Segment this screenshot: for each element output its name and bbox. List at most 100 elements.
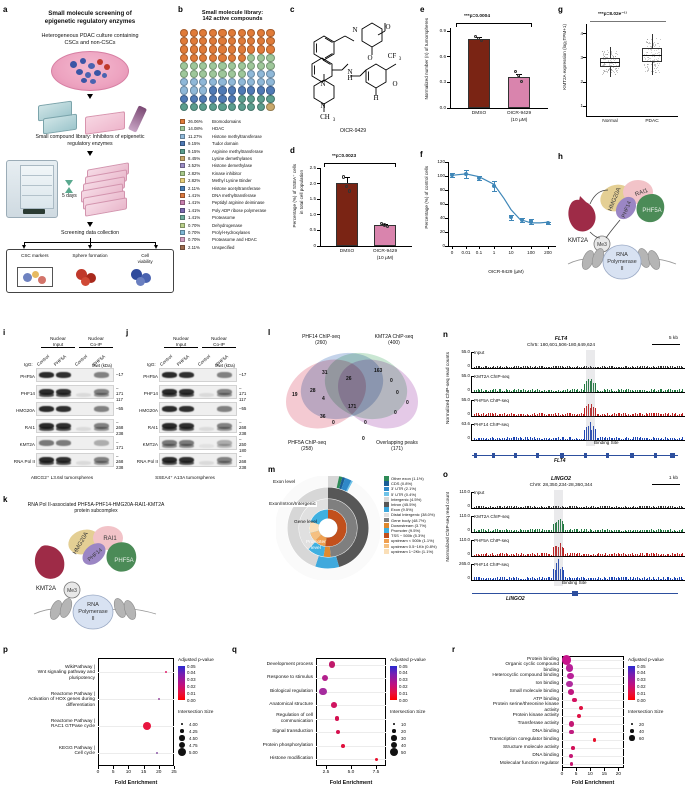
x-tick — [452, 246, 453, 249]
term-label-11: Structure molecule activity — [454, 745, 559, 751]
panel-r-colorbar — [628, 666, 635, 700]
compound-dot — [238, 95, 246, 103]
errorcap-top — [492, 181, 497, 182]
panel-q-legend-size-title: Intersection Size — [390, 710, 425, 715]
size-key-dot-0 — [393, 723, 395, 725]
compound-dot — [190, 70, 198, 78]
tip-box-illustration — [38, 103, 77, 132]
venn-count-14: 0 — [362, 436, 365, 442]
blot-band — [162, 406, 177, 412]
compound-dot — [209, 37, 217, 45]
term-label-5: Signal transduction — [234, 729, 313, 735]
panel-letter-i: i — [3, 328, 5, 337]
y-tick-label: 100 — [428, 173, 445, 178]
size-key-dot-2 — [629, 735, 634, 740]
track-max-1: 55.0 — [448, 373, 470, 378]
x-tick — [98, 766, 99, 769]
legend-row: 3.52%Histone demethylase — [180, 162, 285, 169]
size-key-label-0: 10 — [401, 722, 406, 727]
microplate-illustration — [85, 112, 125, 136]
incubation-time-label: 5 days — [62, 193, 77, 199]
track-bar — [682, 507, 683, 508]
y-tick — [583, 82, 586, 83]
x-tick — [128, 766, 129, 769]
legend-label-13: Proteasome — [212, 215, 235, 220]
term-label-9: DNA binding — [454, 729, 559, 735]
compound-dot — [257, 45, 265, 53]
term-label-line1: Ion binding — [454, 681, 559, 687]
x-axis — [448, 246, 556, 247]
y-tick — [447, 108, 450, 109]
colorbar-label-4: 0.01 — [637, 691, 646, 696]
track-name-PHF5A ChIP-seq: PHF5A ChIP-seq — [474, 538, 509, 543]
panel-r-dotplot: Protein bindingOrganic cyclic compoundbi… — [454, 652, 684, 788]
jitter-point — [645, 71, 646, 72]
x-tick — [618, 768, 619, 771]
compound-dot — [238, 86, 246, 94]
legend-label-14: Dehydrogenase — [212, 223, 242, 228]
compound-dot — [257, 62, 265, 70]
term-label-line1: Molecular function regulator — [454, 761, 559, 767]
lane-label-1: PHF5A — [53, 354, 67, 367]
mw-label: –171 — [116, 440, 124, 450]
track-min-0: 0 — [456, 503, 470, 508]
colorbar-label-5: 0.00 — [399, 698, 408, 703]
panel-a-collection-label: Screening data collection — [6, 230, 174, 236]
pipette-illustration — [128, 106, 147, 133]
legend-swatch-16 — [180, 237, 185, 242]
compound-dot — [218, 54, 226, 62]
term-label-13: Molecular function regulator — [454, 761, 559, 767]
venn-count-4: 19 — [292, 392, 298, 398]
compound-dot — [199, 62, 207, 70]
y-tick — [317, 168, 320, 169]
term-label-2: Reactome Pathway |RAC1 GTPase cycle — [6, 719, 95, 731]
jitter-point — [647, 71, 648, 72]
compound-dot — [228, 86, 236, 94]
jitter-point — [611, 72, 612, 73]
compound-dot — [180, 95, 188, 103]
legend-row: 9.15%Tudor domain — [180, 140, 285, 147]
compound-dot — [209, 45, 217, 53]
compound-dot — [266, 86, 274, 94]
panel-d-barchart: Percentage (%) of SSEA⁺ cells in total c… — [292, 152, 414, 287]
panel-o-ylabel: Normalized ChIP-seq read count — [446, 492, 451, 562]
blot-band-2 — [94, 427, 109, 431]
compound-dot — [190, 95, 198, 103]
colorbar-label-5: 0.00 — [187, 698, 196, 703]
genomic-annotation-donut — [276, 476, 380, 580]
term-label-6: Protein phosphorylation — [234, 743, 313, 749]
track-min-1: 0 — [456, 527, 470, 532]
compound-dot — [238, 54, 246, 62]
colorbar-label-1: 0.04 — [399, 670, 408, 675]
compound-dot — [247, 86, 255, 94]
dot-7 — [375, 758, 378, 761]
jitter-point — [603, 53, 604, 54]
compound-dot — [238, 70, 246, 78]
y-tick-label: 0.5 — [298, 227, 316, 232]
y-tick-label: 0 — [428, 243, 445, 248]
term-label-line2: communication — [234, 719, 313, 725]
blot-band — [217, 372, 232, 378]
svg-text:3: 3 — [399, 57, 402, 62]
size-key-label-4: 5.00 — [189, 750, 198, 755]
track-bar — [682, 413, 683, 416]
venn-set1-name: PHF14 ChIP-seq — [302, 334, 340, 340]
jitter-point — [654, 46, 655, 47]
jitter-point — [612, 70, 613, 71]
term-label-3: Anatomical structure — [234, 702, 313, 708]
compound-dot — [238, 78, 246, 86]
panel-k-subcomplex: RNA Pol II-associated PHF5A-PHF14-HMG20A… — [6, 502, 186, 647]
colorbar-label-1: 0.04 — [187, 670, 196, 675]
blot-row-label-PHF5A: PHF5A — [125, 374, 158, 379]
compound-dot — [180, 86, 188, 94]
blot-band-2 — [39, 427, 54, 431]
panel-e-barchart: Normalized number (n) of tumorspheres **… — [422, 10, 550, 150]
term-label-0: Development process — [234, 662, 313, 668]
venn-count-12: 0 — [332, 420, 335, 426]
panel-h-complex-diagram: HMG20A PHF14 RAI1 PHF5A KMT2A Me3 RNA Po… — [560, 160, 684, 288]
svg-text:O: O — [392, 80, 397, 88]
jitter-point — [654, 68, 655, 69]
legend-row: 9.15%Arginine methyltransferase — [180, 147, 285, 154]
dot-3 — [156, 752, 158, 754]
blot-band-2 — [76, 427, 91, 431]
